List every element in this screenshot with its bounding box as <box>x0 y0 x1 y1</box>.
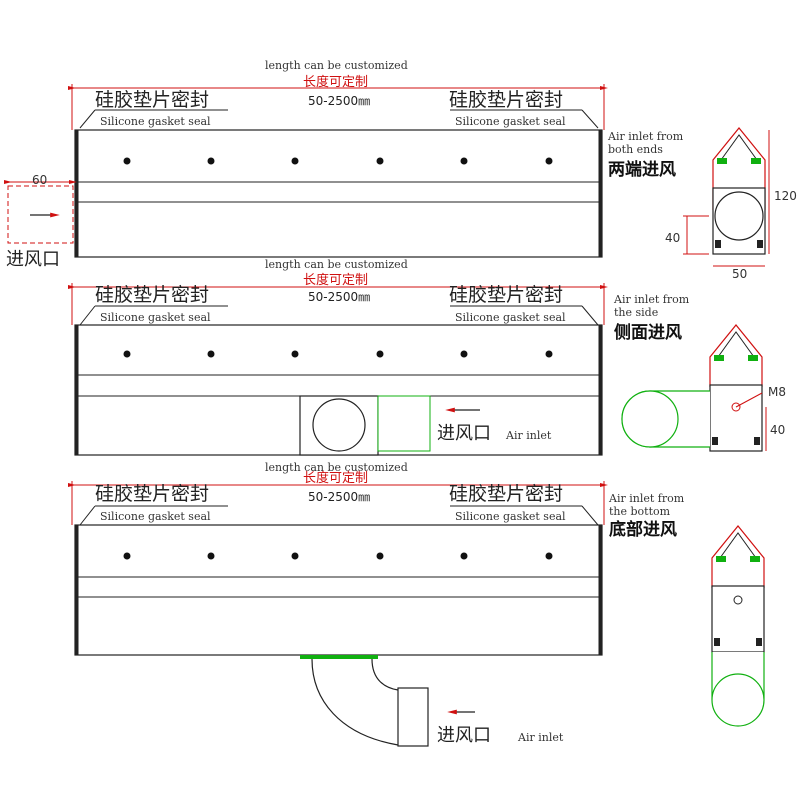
dim-120: 120 <box>774 189 797 203</box>
range-label: 50-2500㎜ <box>308 94 371 108</box>
gasket-en-right-2: Silicone gasket seal <box>455 311 566 324</box>
air-inlet-label-3: Air inlet <box>518 731 564 744</box>
gasket-cn-right-3: 硅胶垫片密封 <box>449 483 564 505</box>
length-customized-label: length can be customized <box>265 59 408 72</box>
section-side <box>68 283 767 456</box>
view2-cn: 侧面进风 <box>614 323 682 343</box>
length-cn-label-3: 长度可定制 <box>303 471 369 486</box>
inlet-cn-label-2: 进风口 <box>437 423 491 444</box>
knife-body <box>74 129 603 258</box>
length-customized-label-3: length can be customized <box>265 461 408 474</box>
view2-en-1: Air inlet from <box>614 293 690 306</box>
gasket-cn-left-2: 硅胶垫片密封 <box>95 284 210 306</box>
view3-en-1: Air inlet from <box>609 492 685 505</box>
inlet-cn-label-3: 进风口 <box>437 725 491 746</box>
dim-40b: 40 <box>770 423 786 437</box>
gasket-cn-right-2: 硅胶垫片密封 <box>449 284 564 306</box>
gasket-en-right: Silicone gasket seal <box>455 115 566 128</box>
section-bottom <box>68 481 765 747</box>
view1-en-2: both ends <box>608 143 663 156</box>
length-cn-label: 长度可定制 <box>303 75 369 90</box>
view2-en-2: the side <box>614 306 659 319</box>
gasket-cn-left: 硅胶垫片密封 <box>95 89 210 111</box>
dim-50: 50 <box>732 267 748 281</box>
dim-40a: 40 <box>665 231 681 245</box>
gasket-cn-right: 硅胶垫片密封 <box>449 89 564 111</box>
air-inlet-label-2: Air inlet <box>506 429 552 442</box>
view3-cn: 底部进风 <box>609 520 677 540</box>
dim-60: 60 <box>32 173 48 187</box>
gasket-cn-left-3: 硅胶垫片密封 <box>95 483 210 505</box>
range-label-3: 50-2500㎜ <box>308 490 371 504</box>
gasket-en-left-2: Silicone gasket seal <box>100 311 211 324</box>
gasket-en-left-3: Silicone gasket seal <box>100 510 211 523</box>
length-customized-label-2: length can be customized <box>265 258 408 271</box>
inlet-cn-label-1: 进风口 <box>6 249 60 270</box>
end-view-drawing <box>683 127 770 267</box>
length-cn-label-2: 长度可定制 <box>303 273 369 288</box>
view3-en-2: the bottom <box>609 505 671 518</box>
gasket-en-left: Silicone gasket seal <box>100 115 211 128</box>
section-both-ends <box>4 84 770 267</box>
view1-en-1: Air inlet from <box>608 130 684 143</box>
view1-cn: 两端进风 <box>608 160 676 180</box>
dim-m8: M8 <box>768 385 786 399</box>
range-label-2: 50-2500㎜ <box>308 290 371 304</box>
gasket-en-right-3: Silicone gasket seal <box>455 510 566 523</box>
